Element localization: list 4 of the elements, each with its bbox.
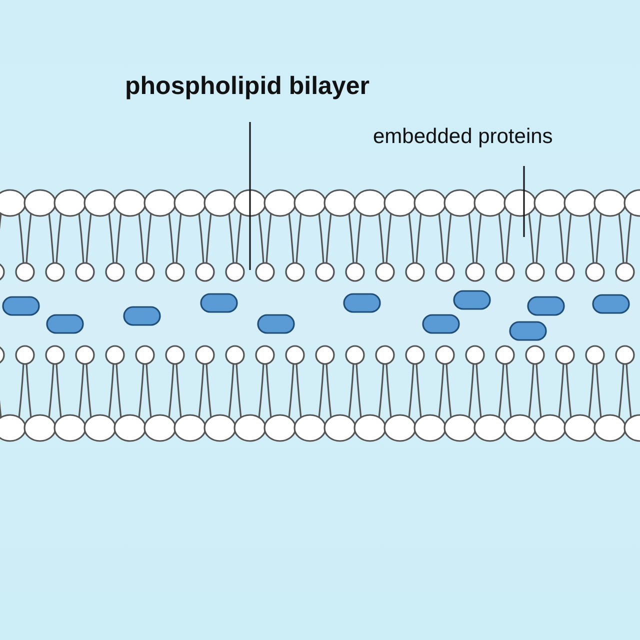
callout-label: embedded proteins [373, 125, 553, 150]
callout-label: phospholipid bilayer [125, 72, 370, 101]
leader-line [249, 122, 251, 270]
leader-line [523, 166, 525, 237]
